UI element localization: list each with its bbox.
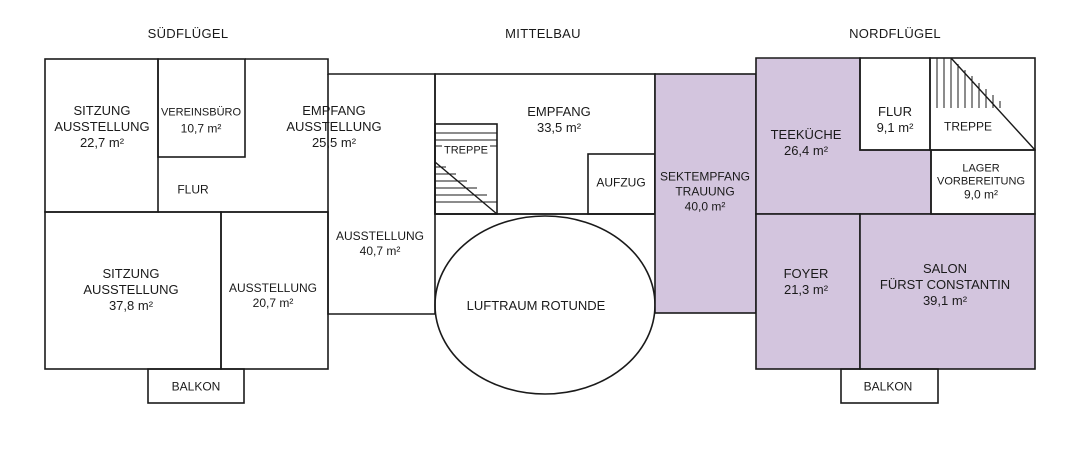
room-name: TREPPE [943, 119, 993, 134]
room-area: 22,7 m² [79, 135, 125, 150]
room-name: BALKON [171, 379, 221, 394]
label-sitzung-ausstellung-2: SITZUNG AUSSTELLUNG 37,8 m² [83, 266, 178, 314]
room-area: 9,1 m² [876, 120, 914, 135]
room-area: 9,0 m² [963, 187, 999, 202]
room-foyer[interactable] [755, 213, 861, 370]
room-name: AUSSTELLUNG [335, 229, 425, 243]
room-lager[interactable] [930, 149, 1036, 215]
room-treppe-nord[interactable] [929, 57, 1036, 151]
label-empfang-mitte: EMPFANG 33,5 m² [527, 104, 591, 136]
room-name: SITZUNG AUSSTELLUNG [83, 266, 179, 297]
room-salon[interactable] [859, 213, 1036, 370]
room-name: VEREINSBÜRO [160, 106, 242, 119]
room-name: LAGER VORBEREITUNG [936, 162, 1026, 188]
room-area: 21,3 m² [783, 282, 829, 297]
label-lager: LAGER VORBEREITUNG 9,0 m² [937, 163, 1025, 202]
label-foyer: FOYER 21,3 m² [784, 266, 829, 298]
room-name: AUFZUG [596, 175, 646, 190]
balkon-nord[interactable] [840, 368, 939, 404]
label-balkon-sued: BALKON [172, 380, 221, 395]
room-name: SALON FÜRST CONSTANTIN [879, 261, 1011, 292]
label-treppe-mitte: TREPPE [441, 144, 491, 158]
room-area: 26,4 m² [783, 143, 829, 158]
room-area: 10,7 m² [180, 121, 222, 136]
label-flur-nord: FLUR 9,1 m² [877, 104, 914, 136]
room-area: 39,1 m² [922, 293, 968, 308]
room-name: LUFTRAUM ROTUNDE [466, 298, 606, 313]
room-name: FOYER [783, 266, 829, 281]
wing-label-sued: SÜDFLÜGEL [147, 26, 229, 41]
highlight-rooms [654, 57, 1036, 370]
room-name: EMPFANG [527, 104, 591, 119]
room-name: SITZUNG AUSSTELLUNG [54, 103, 150, 134]
room-ausstellung-207[interactable] [220, 211, 329, 370]
stairs-nord [936, 57, 1036, 151]
walls-north [840, 57, 1036, 404]
label-empfang-ausstellung: EMPFANG AUSSTELLUNG 25,5 m² [286, 103, 381, 151]
room-area: 40,0 m² [684, 199, 726, 214]
label-teekueche: TEEKÜCHE 26,4 m² [771, 127, 842, 159]
room-name: AUSSTELLUNG [228, 281, 318, 295]
label-ausstellung-207: AUSSTELLUNG 20,7 m² [229, 281, 317, 311]
room-name: TEEKÜCHE [770, 127, 842, 142]
room-area: 20,7 m² [252, 296, 294, 310]
label-salon: SALON FÜRST CONSTANTIN 39,1 m² [880, 261, 1010, 309]
room-area: 40,7 m² [359, 244, 401, 258]
wing-label-nord: NORDFLÜGEL [849, 26, 941, 41]
room-name: EMPFANG AUSSTELLUNG [286, 103, 382, 134]
room-sektempfang[interactable] [654, 73, 757, 314]
balkon-sued[interactable] [147, 368, 245, 404]
treppe-mitte-box[interactable] [434, 123, 498, 215]
room-name: SEKTEMPFANG TRAUUNG [659, 169, 751, 199]
label-sitzung-ausstellung-1: SITZUNG AUSSTELLUNG 22,7 m² [54, 103, 149, 151]
room-vereinsbuero[interactable] [157, 58, 246, 158]
label-treppe-nord: TREPPE [940, 119, 996, 135]
room-area: 33,5 m² [536, 120, 582, 135]
room-name: BALKON [863, 379, 913, 394]
label-sektempfang: SEKTEMPFANG TRAUUNG 40,0 m² [660, 170, 750, 215]
wing-label-mitte: MITTELBAU [505, 26, 581, 41]
room-area: 25,5 m² [311, 135, 357, 150]
label-aufzug: AUFZUG [596, 176, 645, 191]
room-name: TREPPE [443, 144, 489, 157]
room-area: 37,8 m² [108, 298, 154, 313]
label-ausstellung-407: AUSSTELLUNG 40,7 m² [336, 229, 424, 259]
room-name: FLUR [878, 104, 912, 119]
label-vereinsbuero: VEREINSBÜRO 10,7 m² [161, 107, 241, 136]
room-name: FLUR [177, 182, 209, 197]
label-balkon-nord: BALKON [864, 380, 913, 395]
label-luftraum: LUFTRAUM ROTUNDE [467, 298, 606, 314]
label-flur-sued: FLUR [177, 183, 208, 198]
room-empfang-ausstellung[interactable] [245, 58, 436, 315]
